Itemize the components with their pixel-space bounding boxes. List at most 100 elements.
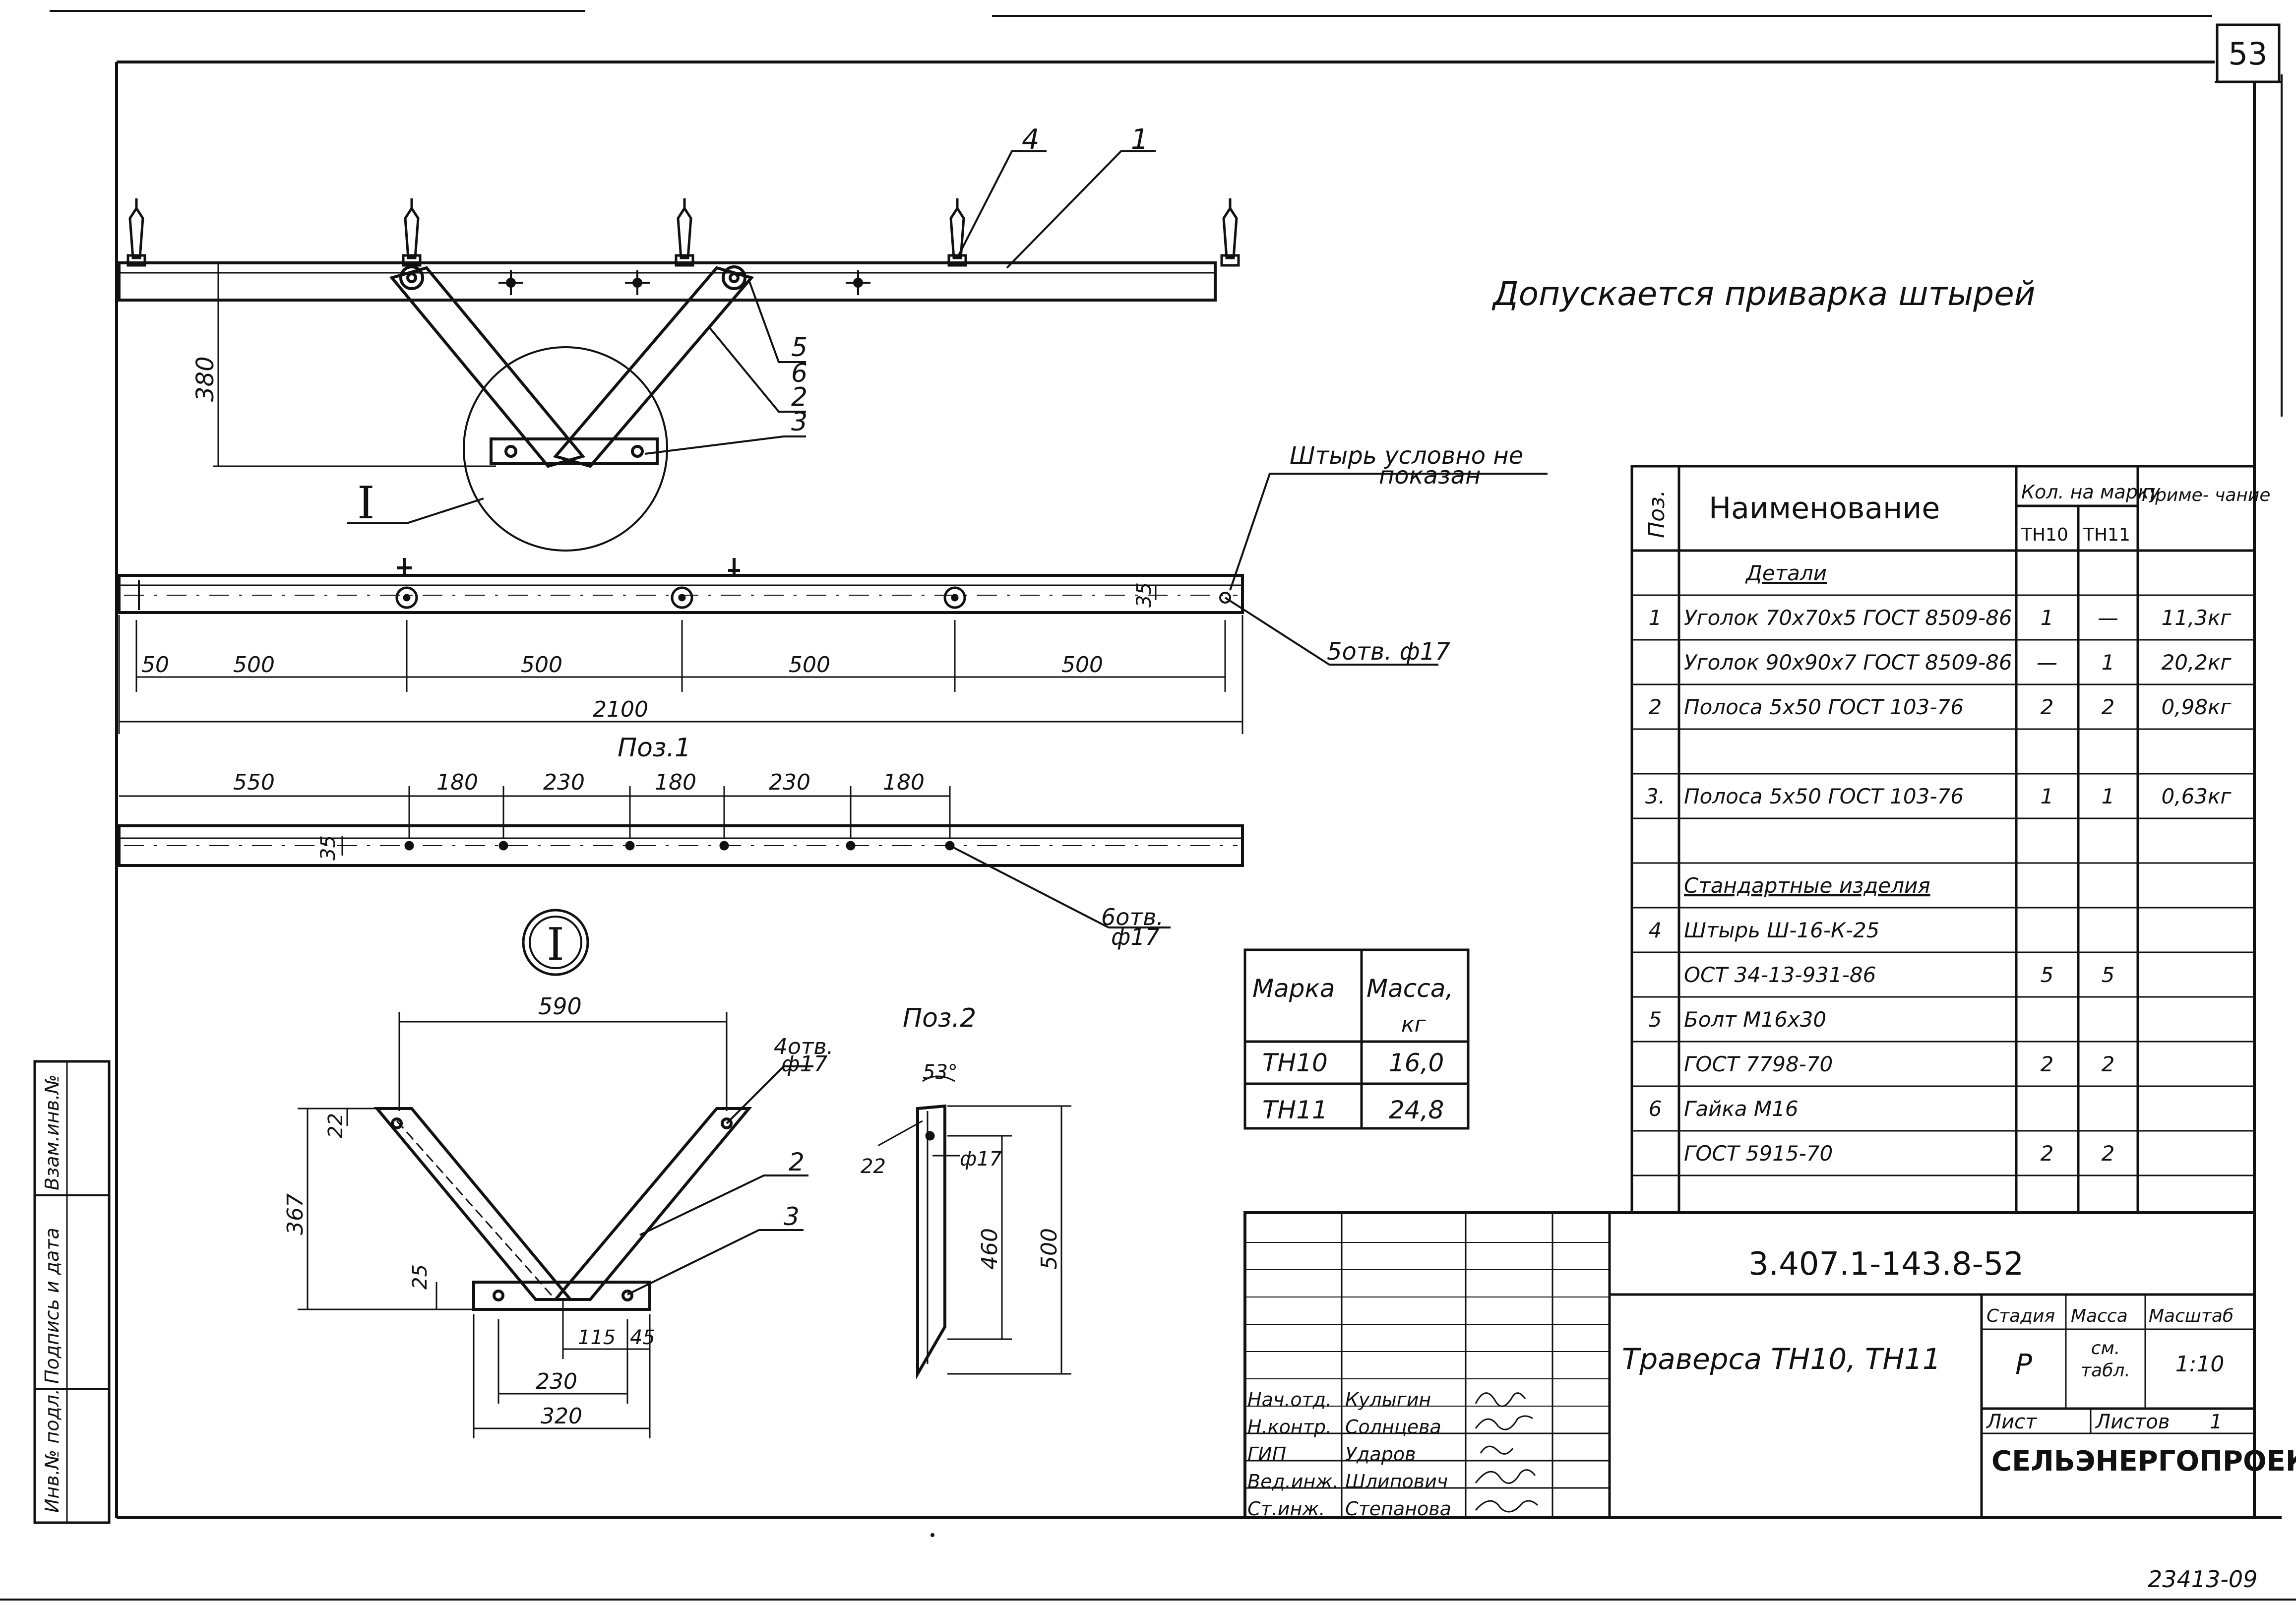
spec-cell-name: Штырь Ш-16-К-25 [1684,918,1879,942]
pos1-bar [118,558,1438,666]
title-block-grid [1243,1211,2256,1519]
spec-header-name: Наименование [1709,491,1940,526]
spec-cell-name: ГОСТ 7798-70 [1684,1052,1833,1076]
margin-label-inv: Инв.№ подл. [41,1389,63,1513]
mass-value-l1: см. [2091,1338,2120,1358]
spec-cell-pos: 4 [1649,918,1662,942]
leader-label-2: 2 [791,382,807,412]
detail-dim-230: 230 [536,1369,577,1394]
detail-callout-label: I [357,477,375,529]
detail-holes-l2: ф17 [781,1051,828,1077]
spec-header-q1: ТН10 [2021,525,2068,545]
bar2-dim-35: 35 [317,835,340,861]
spec-cell-name: ОСТ 34-13-931-86 [1684,963,1876,987]
title-role: ГИП [1247,1443,1286,1465]
signature-scribbles [1475,1392,1539,1513]
spec-cell-pos: 5 [1649,1007,1662,1032]
doc-code: 3.407.1-143.8-52 [1748,1246,2024,1283]
title-person: Шлипович [1345,1471,1448,1492]
mass-table-header-unit: кг [1401,1012,1427,1037]
spec-cell-note: 0,98кг [2162,695,2232,719]
pins [126,198,1240,267]
spec-cell-name: Полоса 5х50 ГОСТ 103-76 [1684,784,1964,808]
spec-cell-note: 11,3кг [2162,606,2232,630]
leader-label-6: 6 [791,359,807,388]
spec-cell-q1: 1 [2041,606,2054,630]
pin-note-line2: показан [1379,462,1481,490]
spec-cell-q1: 2 [2041,1141,2054,1166]
pos1-dim-500b: 500 [521,652,562,678]
title-person: Солнцева [1345,1416,1441,1438]
pos1-dim-2100: 2100 [593,697,648,722]
archive-stamp: 23413-09 [2148,1566,2257,1593]
mass-table-row1-mark: ТН10 [1262,1049,1328,1077]
dim-380-label: 380 [191,356,219,402]
pos1-dim-35: 35 [1133,582,1156,608]
margin-label-sign: Подпись и дата [41,1228,63,1384]
title-person: Ударов [1345,1443,1416,1465]
dim-380 [213,263,496,467]
leader-label-1: 1 [1131,123,1149,156]
spec-cell-q1: 2 [2041,1052,2054,1076]
mass-table-row2-mark: ТН11 [1262,1096,1328,1124]
spec-cell-q2: 5 [2102,963,2115,987]
spec-header-pos: Поз. [1644,490,1670,538]
spec-cell-q2: 1 [2102,650,2115,675]
sheet-label: Лист [1986,1411,2038,1433]
detail-dim-25: 25 [409,1264,432,1290]
crossarm-angle [118,261,1217,302]
spec-cell-q2: 2 [2102,1141,2115,1166]
mass-table-header-mass: Масса, [1366,974,1453,1003]
title-role: Нач.отд. [1247,1389,1332,1411]
spec-cell-name: Гайка М16 [1684,1097,1799,1121]
pos2-dim-500: 500 [1037,1228,1062,1270]
mass-table-row2-mass: 24,8 [1389,1096,1444,1124]
detail-marker-inner [529,916,582,969]
spec-cell-q1: 2 [2041,695,2054,719]
pos2-hole: ф17 [960,1148,1002,1171]
mass-value-l2: табл. [2081,1360,2130,1381]
title-role: Ст.инж. [1247,1498,1325,1520]
bar2-holes-l1: 6отв. [1101,904,1164,930]
spec-cell-q2: 1 [2102,784,2115,808]
detail-leader-3: 3 [784,1202,800,1231]
detail-holes-l1: 4отв. [774,1034,833,1059]
detail-dim-590: 590 [538,993,582,1020]
drawing-title: Траверса ТН10, ТН11 [1622,1342,1941,1376]
pos1-dim-500c: 500 [789,652,830,678]
spec-cell-q2: 2 [2102,695,2115,719]
organization: СЕЛЬЭНЕРГОПРОЕКТ [1991,1445,2296,1478]
mass-table-grid [1243,948,1470,1130]
spec-cell-name: Полоса 5х50 ГОСТ 103-76 [1684,695,1964,719]
spec-cell-name: Болт М16х30 [1684,1007,1826,1032]
scale-label: Масштаб [2149,1306,2234,1326]
margin-box [33,1060,111,1524]
title-role: Н.контр. [1247,1416,1332,1438]
scale-value: 1:10 [2175,1352,2225,1377]
page-number: 53 [2229,36,2268,72]
detail-marker-circle [522,909,589,976]
spec-header-qty: Кол. на марку [2021,481,2161,503]
spec-cell-q2: — [2098,606,2118,630]
spec-cell-note: 20,2кг [2162,650,2232,675]
pos1-dimensions [118,585,1243,734]
pos2-strip [877,1075,1071,1380]
sheet-frame [0,10,2296,1601]
detail-dim-22: 22 [324,1113,347,1138]
crosshair-marks [498,270,870,295]
pos2-angle: 53° [923,1061,958,1084]
bar2-dim-550: 550 [233,770,275,795]
pos1-dim-500d: 500 [1061,652,1103,678]
margin-label-replace: Взам.инв.№ [41,1074,63,1190]
pos1-dim-500a: 500 [233,652,275,678]
pos1-dim-50: 50 [141,652,169,678]
spec-cell-q2: 2 [2102,1052,2115,1076]
detail-dimensions [298,1012,728,1438]
bar2-dim-230a: 230 [543,770,585,795]
leader-lines [347,150,1548,591]
spec-cell-q1: 5 [2041,963,2054,987]
spec-header-q2: ТН11 [2083,525,2130,545]
bar2-dim-230b: 230 [769,770,810,795]
